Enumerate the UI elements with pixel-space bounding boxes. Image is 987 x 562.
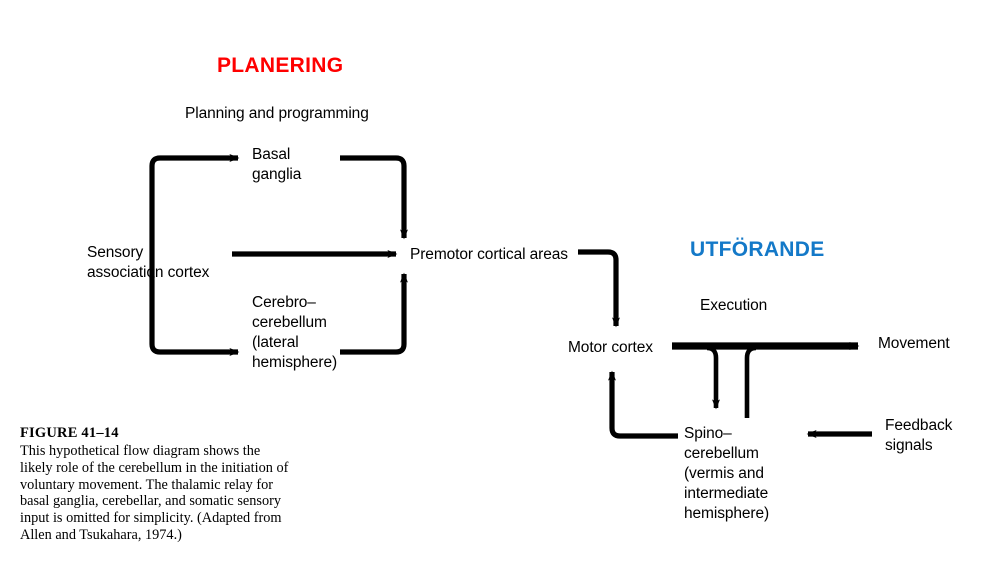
planning-section-heading: PLANERING bbox=[217, 54, 344, 77]
node-motor-cortex: Motor cortex bbox=[568, 339, 653, 356]
node-basal-ganglia: Basal ganglia bbox=[252, 146, 302, 183]
execution-label: Execution bbox=[700, 297, 768, 314]
planning-and-programming-label: Planning and programming bbox=[185, 105, 369, 122]
figure-caption: FIGURE 41–14 This hypothetical flow diag… bbox=[20, 425, 292, 544]
figure-caption-body: This hypothetical flow diagram shows the… bbox=[20, 443, 289, 543]
edge-sensory-to-basal-ganglia bbox=[149, 154, 240, 278]
edge-cerebrocerebellum-to-premotor bbox=[340, 272, 408, 355]
edge-motor-cortex-to-spinocerebellum bbox=[706, 345, 720, 410]
edge-sensory-to-cerebrocerebellum bbox=[149, 276, 240, 356]
node-feedback-signals: Feedback signals bbox=[885, 417, 953, 454]
edge-spinocerebellum-to-movement-trunk bbox=[744, 345, 757, 418]
node-sensory-association-cortex: Sensory association cortex bbox=[87, 244, 210, 281]
node-premotor-cortical-areas: Premotor cortical areas bbox=[410, 246, 568, 263]
node-movement: Movement bbox=[878, 335, 950, 352]
execution-section-heading: UTFÖRANDE bbox=[690, 238, 825, 261]
figure-caption-title: FIGURE 41–14 bbox=[20, 425, 119, 441]
node-spino-cerebellum: Spino– cerebellum (vermis and intermedia… bbox=[684, 425, 770, 522]
node-cerebro-cerebellum: Cerebro– cerebellum (lateral hemisphere) bbox=[252, 294, 338, 371]
edge-spinocerebellum-to-motor-cortex bbox=[608, 370, 678, 439]
edge-premotor-to-motor-cortex bbox=[578, 249, 620, 328]
edge-basal-ganglia-to-premotor bbox=[340, 155, 408, 240]
